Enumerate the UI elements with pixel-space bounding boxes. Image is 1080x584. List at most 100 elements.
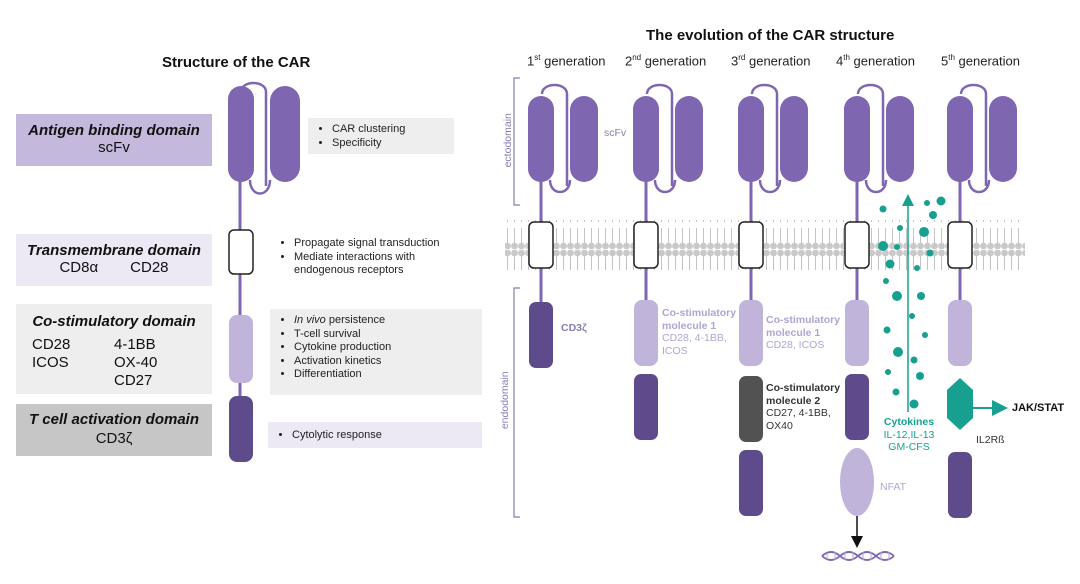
- gen3-costim2-label: Co-stimulatory molecule 2 CD27, 4-1BB, O…: [766, 382, 841, 432]
- tcell-activation-title: T cell activation domain: [28, 411, 200, 428]
- gen1-linker: [540, 83, 569, 186]
- antigen-bullets: CAR clustering Specificity: [308, 118, 454, 154]
- antigen-binding-title: Antigen binding domain: [28, 122, 200, 139]
- gen3-cd3z: [739, 450, 763, 516]
- gen1-hinge: [548, 179, 572, 194]
- gen4-transmembrane: [844, 221, 870, 269]
- bullet-item: T-cell survival: [294, 328, 474, 342]
- gen3-hinge: [758, 179, 782, 194]
- gen2-linker: [645, 83, 674, 186]
- gen5-transmembrane: [947, 221, 973, 269]
- transmembrane-sub-cd8a: CD8α: [59, 259, 99, 276]
- invivo-rest: persistence: [325, 314, 386, 326]
- costim-segment: [229, 315, 253, 383]
- bullet-item: CAR clustering: [332, 123, 446, 137]
- il2rb-domain: [947, 378, 973, 430]
- gen1-transmembrane: [528, 221, 554, 269]
- gen-label-4: 4th generation: [836, 53, 915, 69]
- antigen-binding-sub: scFv: [98, 139, 130, 156]
- costim-box: Co-stimulatory domain CD28 4-1BB ICOS OX…: [16, 304, 212, 394]
- costim-item: CD28: [32, 336, 71, 353]
- nfat-ellipse: [840, 448, 874, 516]
- cd3z-label: CD3ζ: [561, 322, 587, 334]
- bullet-item: Cytokine production: [294, 341, 474, 355]
- gen4-hinge: [864, 179, 888, 194]
- cytokines-label: Cytokines IL-12,IL-13 GM-CFS: [883, 416, 935, 453]
- costim-item: ICOS: [32, 354, 69, 371]
- gen5-cd3z: [948, 452, 972, 518]
- tcell-activation-sub: CD3ζ: [95, 430, 133, 447]
- bullet-item: Activation kinetics: [294, 355, 474, 369]
- costim-title: Co-stimulatory domain: [32, 313, 196, 330]
- transmembrane-sub-cd28: CD28: [130, 259, 169, 276]
- bullet-item: Specificity: [332, 137, 446, 151]
- ectodomain-bracket: [513, 77, 520, 206]
- linker-loop: [239, 81, 268, 186]
- scfv-heavy-chain: [228, 86, 254, 182]
- transmembrane-box: Transmembrane domain CD8α CD28: [16, 234, 212, 286]
- endodomain-bracket: [513, 287, 520, 518]
- gen-label-2: 2nd generation: [625, 53, 707, 69]
- bullet-item: In vivo persistence: [294, 314, 474, 328]
- endodomain-label: endodomain: [498, 371, 511, 430]
- il2rb-label: IL2Rß: [976, 434, 1005, 446]
- gen-label-1: 1st generation: [527, 53, 606, 69]
- gen4-costim: [845, 300, 869, 366]
- gen2-scfv-heavy: [633, 96, 659, 182]
- gen2-hinge: [653, 179, 677, 194]
- gen5-scfv-heavy: [947, 96, 973, 182]
- cell-membrane: [505, 220, 1025, 270]
- transmembrane-bullets: Propagate signal transduction Mediate in…: [270, 232, 470, 282]
- gen3-costim1: [739, 300, 763, 366]
- gen3-costim1-label: Co-stimulatory molecule 1 CD28, ICOS: [766, 314, 841, 351]
- gen2-costim: [634, 300, 658, 366]
- gen2-scfv-light: [675, 96, 703, 182]
- bullet-item: Cytolytic response: [292, 429, 474, 443]
- scfv-light-chain: [270, 86, 300, 182]
- right-title: The evolution of the CAR structure: [646, 27, 895, 44]
- gen2-transmembrane: [633, 221, 659, 269]
- gen3-linker: [750, 83, 779, 186]
- gen4-scfv-light: [886, 96, 914, 182]
- gen5-scfv-light: [989, 96, 1017, 182]
- bullet-item: Propagate signal transduction: [294, 237, 462, 251]
- gen-label-5: 5th generation: [941, 53, 1020, 69]
- jakstat-label: JAK/STAT: [1012, 402, 1065, 414]
- gen4-linker: [856, 83, 885, 186]
- dna-icon: [821, 551, 895, 561]
- left-title: Structure of the CAR: [162, 54, 311, 71]
- gen3-scfv-heavy: [738, 96, 764, 182]
- left-car-receptor: [228, 81, 300, 462]
- nfat-label: NFAT: [880, 481, 907, 493]
- bullet-item: Differentiation: [294, 368, 474, 382]
- transmembrane-title: Transmembrane domain: [27, 242, 201, 259]
- invivo-italic: In vivo: [294, 314, 326, 326]
- ectodomain-label: ectodomain: [501, 113, 514, 168]
- gen3-transmembrane: [738, 221, 764, 269]
- gen5-hinge: [967, 179, 991, 194]
- tcell-activation-box: T cell activation domain CD3ζ: [16, 404, 212, 456]
- gen2-cd3z: [634, 374, 658, 440]
- scfv-label: scFv: [604, 127, 627, 139]
- cd3z-segment: [229, 396, 253, 462]
- gen1-cd3z: [529, 302, 553, 368]
- gen-label-3: 3rd generation: [731, 53, 811, 69]
- antigen-binding-box: Antigen binding domain scFv: [16, 114, 212, 166]
- bullet-item: Mediate interactions with endogenous rec…: [294, 251, 462, 278]
- cytokine-dots: [878, 196, 946, 409]
- transmembrane-subs: CD8α CD28: [16, 259, 212, 276]
- costim-bullets: In vivo persistence T-cell survival Cyto…: [270, 309, 482, 395]
- tcell-bullets: Cytolytic response: [268, 422, 482, 448]
- gen5-costim: [948, 300, 972, 366]
- gen3-scfv-light: [780, 96, 808, 182]
- gen2-costim-label: Co-stimulatory molecule 1 CD28, 4-1BB, I…: [662, 307, 737, 357]
- gen4-scfv-heavy: [844, 96, 870, 182]
- gen5-linker: [959, 83, 988, 186]
- costim-grid: CD28 4-1BB ICOS OX-40 CD27: [16, 336, 212, 390]
- gen4-cd3z: [845, 374, 869, 440]
- gen3-costim2: [739, 376, 763, 442]
- costim-item: OX-40: [114, 354, 158, 371]
- gen1-scfv-light: [570, 96, 598, 182]
- gen1-scfv-heavy: [528, 96, 554, 182]
